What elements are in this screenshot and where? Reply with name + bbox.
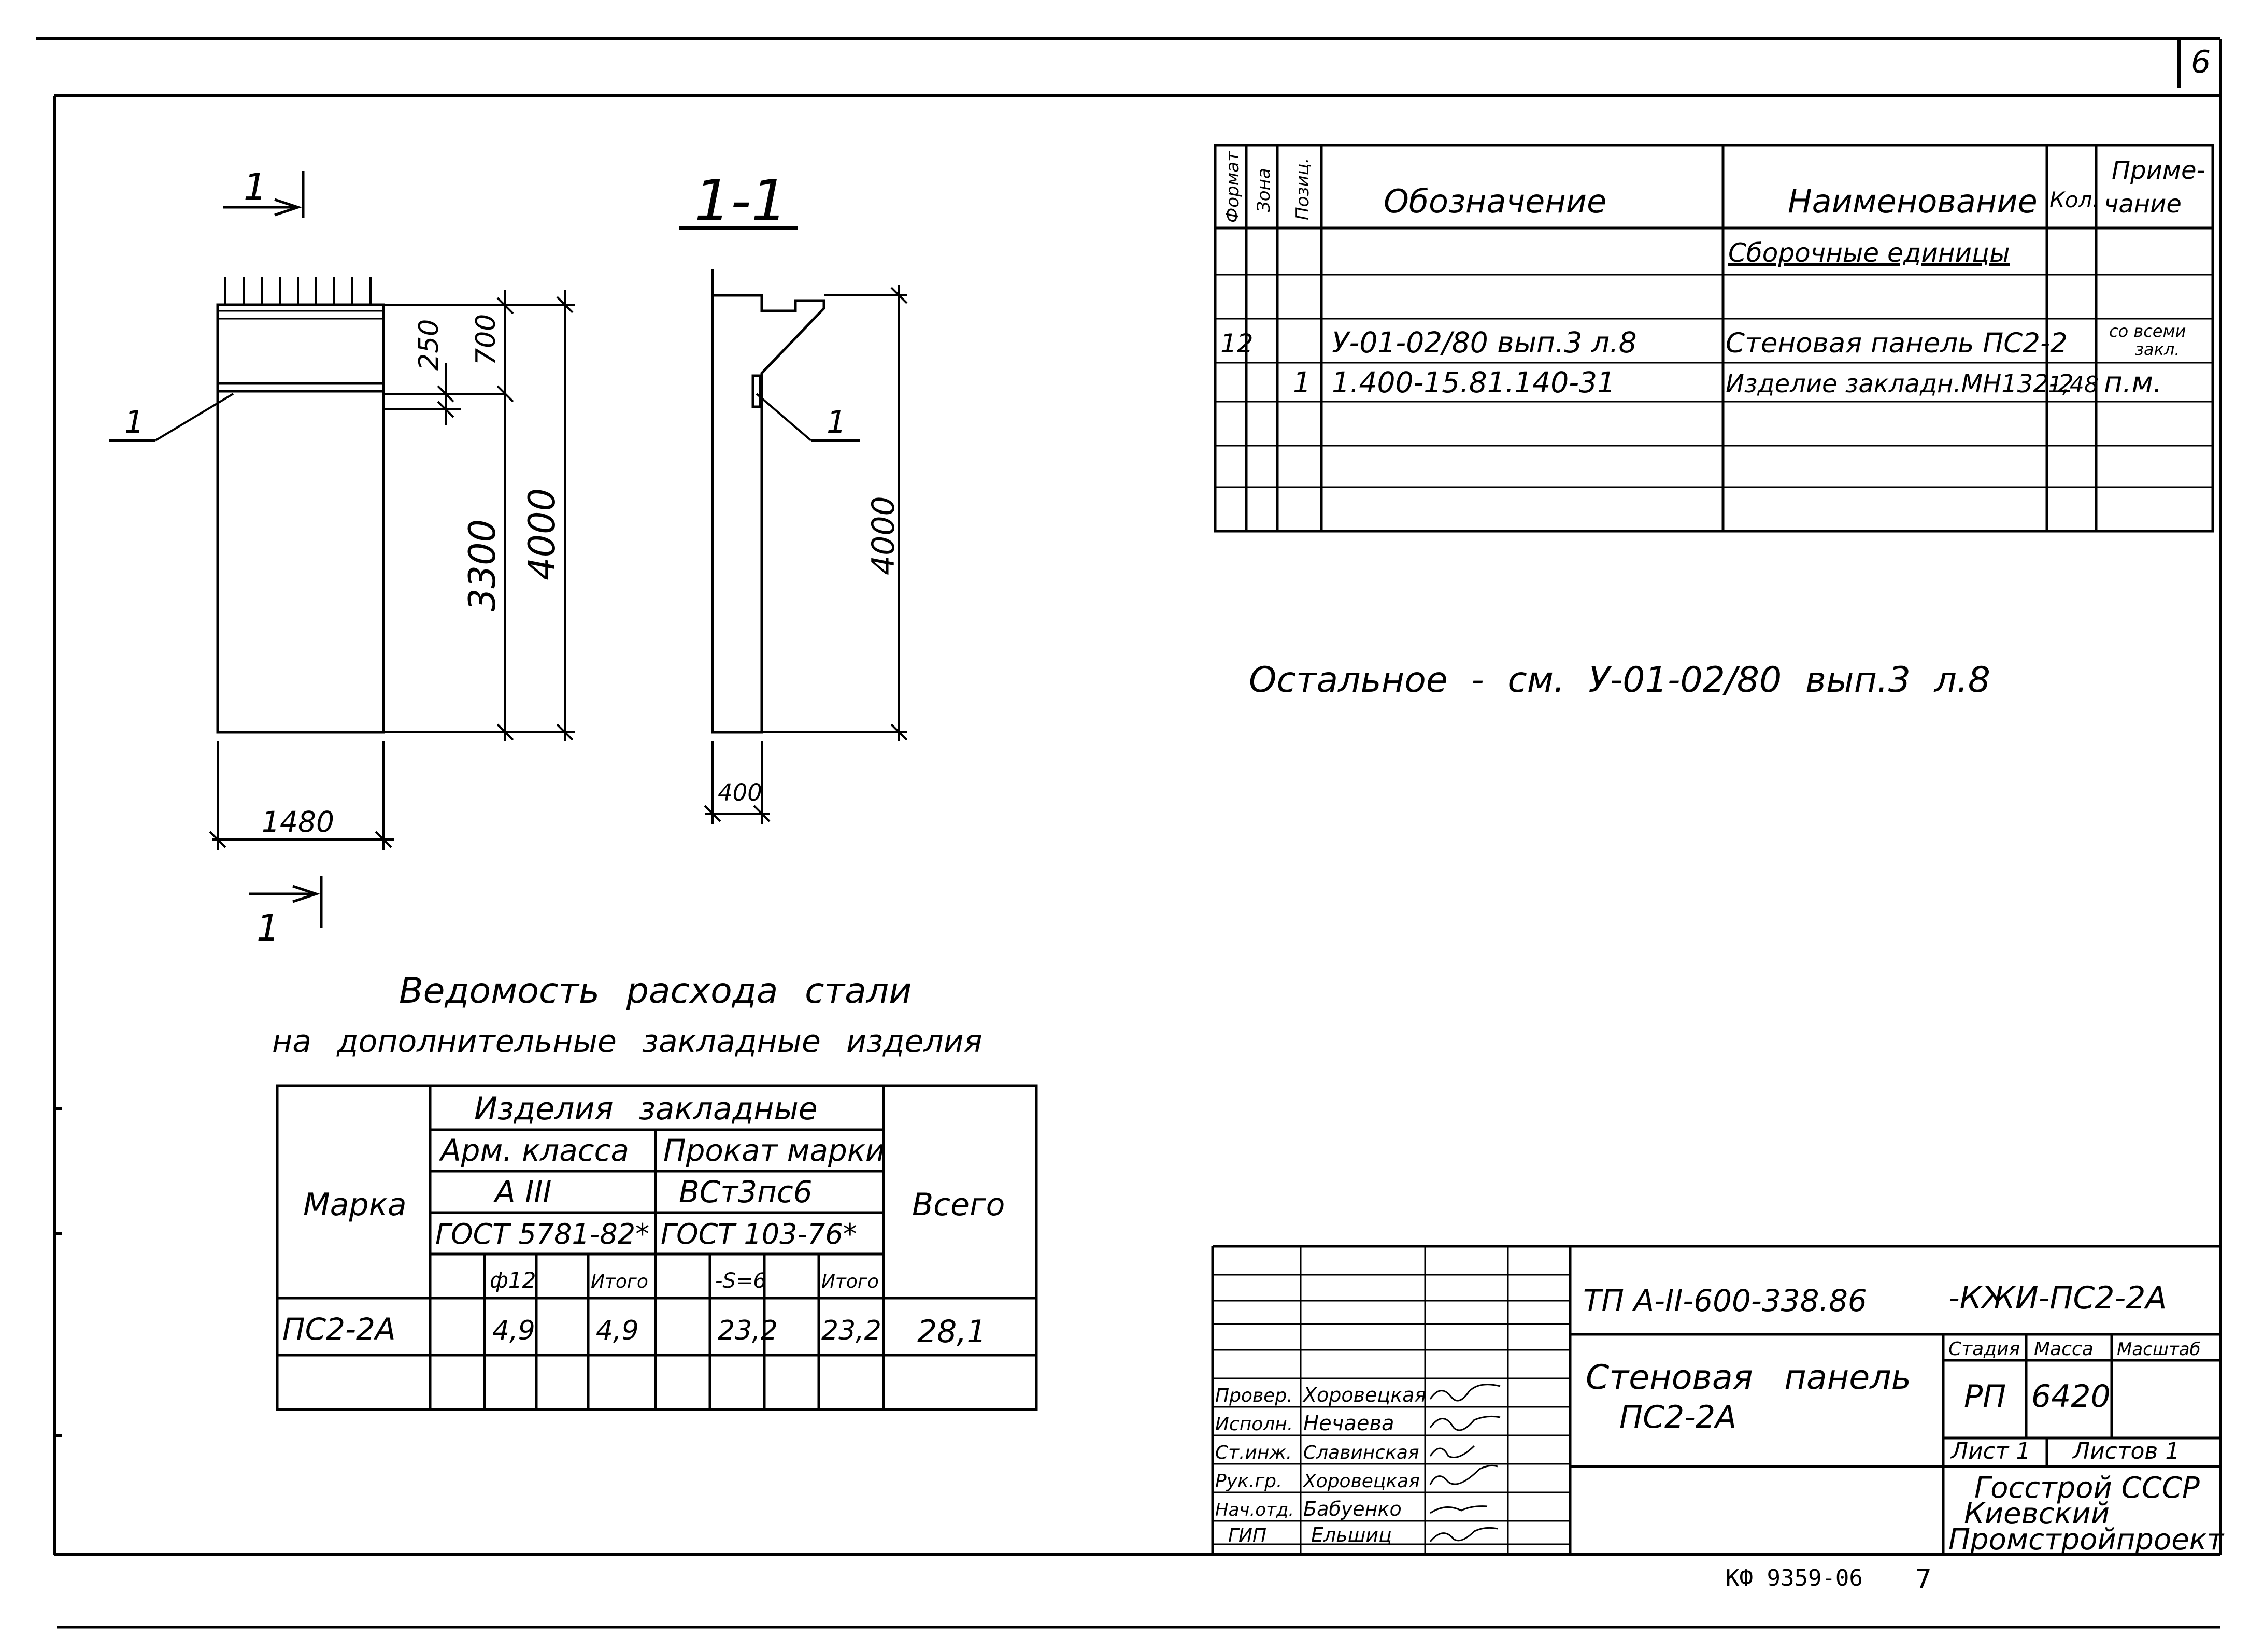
signatures — [1429, 1384, 1501, 1542]
section-arrow-top — [223, 171, 305, 218]
dimension-250: 250 — [414, 319, 445, 371]
title-name-6: Ельшиц — [1311, 1523, 1392, 1546]
spec-section-title: Сборочные единицы — [1728, 238, 2010, 268]
steel-header-arm-gost: ГОСТ 5781-82* — [435, 1218, 649, 1250]
section-mark-bottom: 1 — [257, 907, 280, 949]
title-name-3: Славинская — [1303, 1442, 1419, 1463]
title-role-1: Провер. — [1215, 1385, 1293, 1406]
steel-table: Ведомость расхода стали на дополнительны… — [272, 971, 1038, 1411]
steel-row-itogo-2: 23,2 — [821, 1315, 881, 1346]
steel-sub-itogo-2: Итого — [821, 1271, 879, 1292]
title-mass-value: 6420 — [2031, 1378, 2111, 1415]
spec-row-1-designation: У-01-02/80 вып.3 л.8 — [1332, 326, 1637, 359]
table-row: 1 1.400-15.81.140-31 Изделие закладн.МН1… — [1293, 366, 2162, 399]
spec-header-name: Наименование — [1788, 182, 2038, 220]
spec-header-note-1: Приме- — [2112, 156, 2205, 185]
title-sheets-label: Листов 1 — [2072, 1438, 2180, 1464]
section-title: 1-1 — [694, 167, 788, 234]
spec-row-1-format: 12 — [1220, 329, 1254, 359]
section-dimension-400: 400 — [718, 779, 762, 806]
section-dimension-4000: 4000 — [865, 496, 902, 575]
steel-header-marka: Марка — [303, 1187, 407, 1223]
title-name-5: Бабуенко — [1303, 1498, 1402, 1520]
title-scale-label: Масштаб — [2117, 1339, 2201, 1360]
bottom-code: КФ 9359-06 — [1726, 1565, 1863, 1591]
table-row: ПС2-2А 4,9 4,9 23,2 23,2 28,1 — [282, 1312, 987, 1350]
spec-table: Формат Зона Позиц. Обозначение Наименова… — [1214, 144, 2214, 533]
title-role-2: Исполн. — [1215, 1414, 1293, 1435]
title-name-line2: ПС2-2А — [1619, 1399, 1736, 1435]
front-view: 1 1 1 — [109, 166, 575, 949]
spec-row-2-designation: 1.400-15.81.140-31 — [1332, 366, 1615, 399]
section-arrow-bottom — [249, 876, 323, 928]
spec-row-2-qty: 1,48 — [2048, 372, 2099, 398]
title-name-1: Хоровецкая — [1302, 1384, 1426, 1406]
spec-row-2-note-1: п.м. — [2104, 366, 2162, 399]
leader-label-section: 1 — [827, 404, 846, 440]
sheet-frame — [36, 37, 2222, 1629]
steel-header-prokat-grade: ВСт3пс6 — [679, 1174, 813, 1209]
title-block: Провер. Хоровецкая Исполн. Нечаева Ст.ин… — [1211, 1245, 2224, 1557]
spec-header-format: Формат — [1222, 151, 1243, 223]
dimension-lines-front — [209, 290, 575, 850]
rebar-outlets — [224, 277, 372, 305]
steel-sub-s6: -S=6 — [715, 1269, 766, 1293]
title-name-2: Нечаева — [1303, 1412, 1394, 1435]
spec-row-2-name: Изделие закладн.МН132-2 — [1726, 369, 2074, 398]
title-role-4: Рук.гр. — [1215, 1471, 1282, 1492]
dimension-1480: 1480 — [262, 805, 334, 838]
steel-row-d12: 4,9 — [492, 1315, 535, 1346]
steel-header-total: Всего — [912, 1187, 1005, 1223]
title-mass-label: Масса — [2034, 1338, 2094, 1360]
steel-header-arm: Арм. класса — [438, 1133, 629, 1168]
title-name-line1: Стеновая панель — [1586, 1358, 1911, 1397]
steel-sub-itogo-1: Итого — [591, 1271, 648, 1292]
spec-header-position: Позиц. — [1292, 158, 1313, 221]
sheet-number: 6 — [2191, 44, 2211, 80]
leader-label-front: 1 — [124, 404, 144, 440]
steel-table-title-1: Ведомость расхода стали — [399, 971, 912, 1012]
spec-row-2-position: 1 — [1293, 366, 1311, 399]
steel-row-marka: ПС2-2А — [282, 1312, 396, 1347]
steel-header-arm-class: А III — [493, 1174, 551, 1209]
steel-row-s6: 23,2 — [718, 1315, 778, 1346]
title-code: ТП А-II-600-338.86 — [1583, 1283, 1867, 1318]
note-text: Остальное - см. У-01-02/80 вып.3 л.8 — [1249, 660, 1990, 701]
title-stage-label: Стадия — [1948, 1338, 2020, 1360]
title-code-suffix: -КЖИ-ПС2-2А — [1948, 1280, 2167, 1316]
section-view: 1-1 1 4000 400 — [679, 167, 908, 824]
table-row: 12 У-01-02/80 вып.3 л.8 Стеновая панель … — [1220, 321, 2186, 359]
title-stage-value: РП — [1964, 1378, 2006, 1415]
title-role-5: Нач.отд. — [1215, 1500, 1294, 1520]
spec-row-1-note-2: закл. — [2135, 339, 2180, 359]
spec-header-zone: Зона — [1254, 168, 1274, 212]
steel-row-itogo-1: 4,9 — [596, 1315, 639, 1346]
steel-header-group: Изделия закладные — [474, 1091, 818, 1127]
dimension-3300: 3300 — [461, 519, 504, 611]
title-role-6: ГИП — [1228, 1525, 1266, 1546]
dimension-4000: 4000 — [521, 488, 563, 580]
steel-header-prokat: Прокат марки — [663, 1133, 885, 1168]
spec-row-1-name: Стеновая панель ПС2-2 — [1726, 327, 2068, 359]
spec-header-note-2: чание — [2104, 190, 2182, 219]
title-org-line2: Киевский — [1964, 1497, 2110, 1531]
steel-sub-d12: ф12 — [490, 1268, 536, 1293]
steel-table-title-2: на дополнительные закладные изделия — [272, 1023, 983, 1060]
title-sheet-label: Лист 1 — [1950, 1438, 2030, 1464]
title-org-line3: Промстройпроект — [1948, 1523, 2224, 1557]
steel-header-prokat-gost: ГОСТ 103-76* — [661, 1218, 857, 1250]
spec-row-1-note-1: со всеми — [2109, 321, 2186, 341]
title-role-3: Ст.инж. — [1215, 1442, 1292, 1463]
spec-header-qty: Кол. — [2049, 187, 2099, 212]
spec-header-designation: Обозначение — [1384, 182, 1606, 220]
steel-row-total: 28,1 — [917, 1314, 987, 1350]
section-mark-top: 1 — [244, 166, 267, 208]
bottom-number: 7 — [1915, 1564, 1932, 1595]
title-org-line1: Госстрой СССР — [1974, 1471, 2200, 1505]
title-name-4: Хоровецкая — [1302, 1471, 1420, 1492]
dimension-700: 700 — [471, 314, 502, 365]
